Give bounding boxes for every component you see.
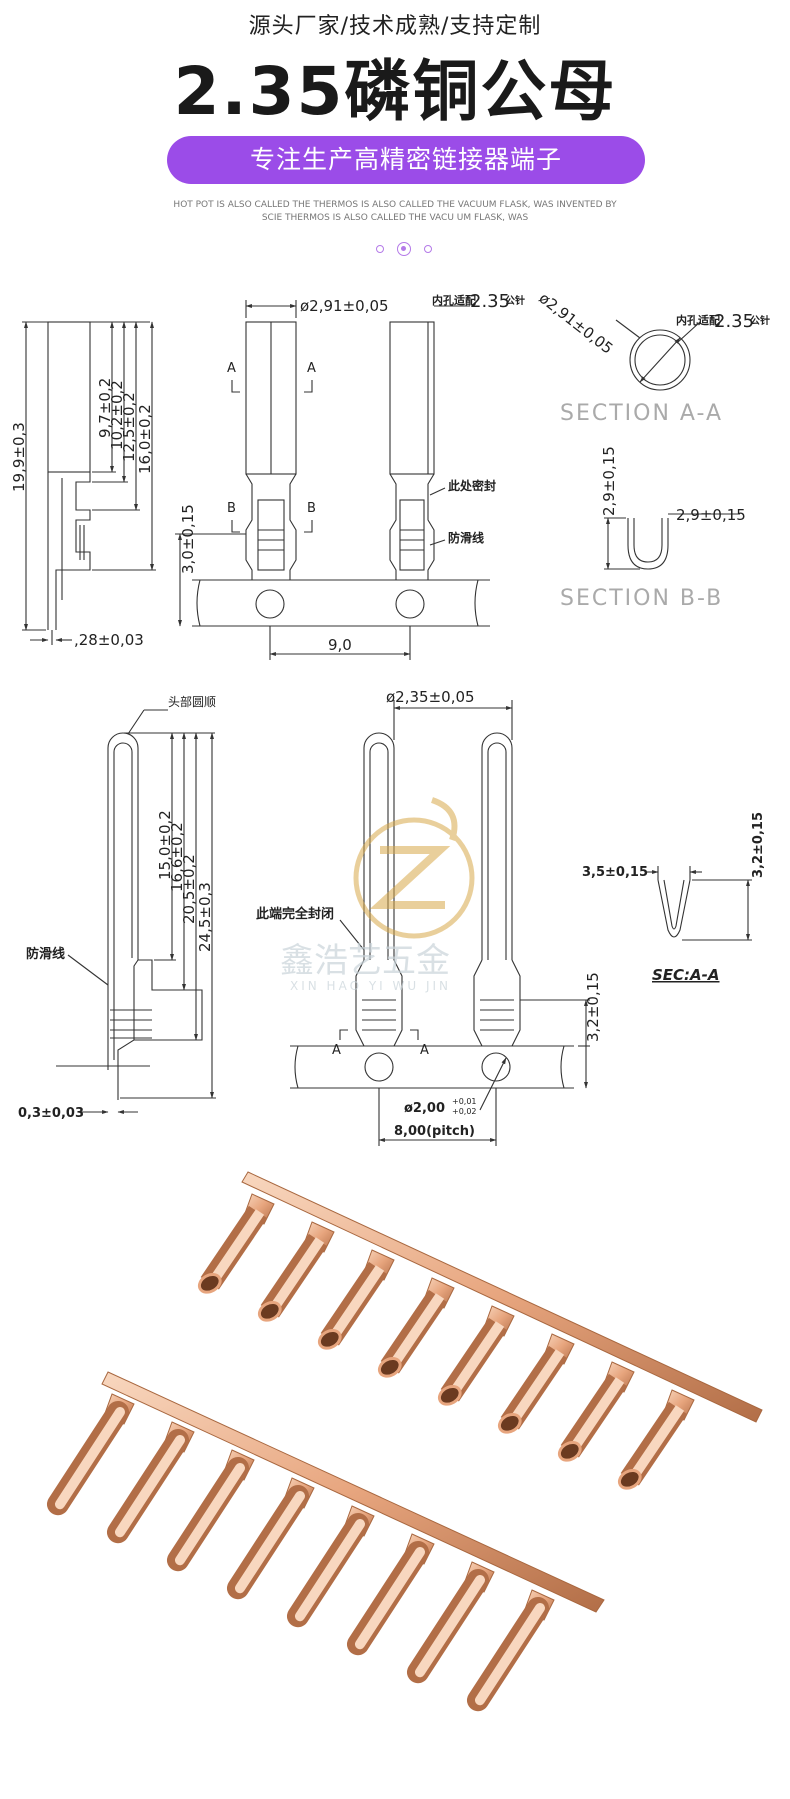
dim-male-pitch: 8,00(pitch) [394, 1124, 475, 1139]
dim-section-b-width: 2,9±0,15 [676, 506, 746, 524]
dim-sec-height: 3,2±0,15 [751, 812, 766, 878]
dim-circle-diameter: ø2,91±0,05 [536, 289, 617, 358]
female-pin [377, 1277, 455, 1378]
female-front-view [175, 300, 490, 660]
note-seal: 此处密封 [448, 478, 496, 493]
label-b-right: B [307, 501, 316, 516]
male-side-view [56, 709, 216, 1114]
dim-female-2: 10,2±0,2 [108, 380, 126, 450]
female-side-view [22, 321, 156, 645]
male-terminal-strip [46, 1371, 605, 1712]
dim-female-1: 9,7±0,2 [96, 378, 114, 438]
note-antislip-male: 防滑线 [26, 946, 65, 962]
dim-female-4: 16,0±0,2 [136, 404, 154, 474]
dim-male-thickness: 0,3±0,03 [18, 1106, 84, 1121]
note-antislip-female: 防滑线 [448, 530, 484, 545]
header: 源头厂家/技术成熟/支持定制 2.35磷铜公母 专注生产高精密链接器端子 HOT… [0, 0, 790, 270]
male-pin [106, 1421, 195, 1544]
banner-pill: 专注生产高精密链接器端子 [167, 136, 645, 184]
watermark-pinyin: XIN HAO YI WU JIN [290, 979, 451, 993]
female-terminal-strip [197, 1171, 763, 1490]
dim-male-strip: 3,2±0,15 [584, 972, 602, 1042]
label-a-left: A [227, 361, 236, 376]
note-fit-suffix: 公针 [505, 294, 525, 307]
dim-male-3: 20,5±0,2 [180, 854, 198, 924]
male-pin [226, 1477, 315, 1600]
note-fit-circle: 内孔适配 [676, 313, 720, 327]
section-bb-title: SECTION B-B [560, 586, 723, 611]
dim-male-hole-tol-up: +0,01 [452, 1097, 477, 1106]
male-pin [286, 1505, 375, 1628]
male-section-aa [646, 866, 752, 941]
dim-female-strip: 3,0±0,15 [179, 504, 197, 574]
watermark-logo [353, 797, 475, 939]
pagination-dots [374, 242, 434, 256]
male-front-view [290, 700, 590, 1146]
female-pin [617, 1389, 695, 1490]
note-fit-circle-suffix: 公针 [750, 314, 770, 327]
female-section-aa [615, 319, 701, 391]
note-head: 头部圆顺 [168, 694, 216, 709]
male-pin [466, 1589, 555, 1712]
dim-male-hole: ø2,00 [404, 1101, 445, 1116]
male-pin [166, 1449, 255, 1572]
note-fit-size: 2.35 [470, 291, 510, 312]
fine-print-line-2: SCIE THERMOS IS ALSO CALLED THE VACU UM … [261, 213, 529, 223]
male-pin [406, 1561, 495, 1684]
male-pin [346, 1533, 435, 1656]
product-photo [46, 1171, 763, 1712]
label-a-male-left: A [332, 1043, 341, 1058]
tagline: 源头厂家/技术成熟/支持定制 [248, 14, 542, 39]
dim-female-diameter: ø2,91±0,05 [300, 297, 389, 315]
sec-aa-title: SEC:A-A [652, 966, 720, 984]
dim-male-1: 15,0±0,2 [156, 810, 174, 880]
label-a-male-right: A [420, 1043, 429, 1058]
label-a-right: A [307, 361, 316, 376]
label-b-left: B [227, 501, 236, 516]
section-aa-title: SECTION A-A [560, 401, 723, 426]
female-pin [497, 1333, 575, 1434]
dim-male-2: 16,6±0,2 [168, 822, 186, 892]
dim-male-diameter: ø2,35±0,05 [386, 688, 475, 706]
dim-male-4: 24,5±0,3 [196, 882, 214, 952]
note-fit: 内孔适配 [432, 293, 476, 307]
dim-male-hole-tol-low: +0,02 [452, 1107, 477, 1116]
page-title: 2.35磷铜公母 [173, 53, 617, 130]
female-section-bb [604, 513, 740, 570]
technical-drawings: 19,9±0,3 9,7±0,2 10,2±0,2 12,5±0,2 16,0±… [10, 289, 770, 1146]
dim-female-pitch: 9,0 [328, 636, 352, 654]
female-pin [257, 1221, 335, 1322]
dim-female-total: 19,9±0,3 [10, 422, 28, 492]
watermark-text: 鑫浩艺五金 [280, 941, 450, 981]
female-pin [317, 1249, 395, 1350]
dim-female-thickness: ,28±0,03 [74, 631, 144, 649]
page-dot-1[interactable] [376, 245, 384, 253]
female-pin [197, 1193, 275, 1294]
male-pin [46, 1393, 135, 1516]
dim-female-3: 12,5±0,2 [120, 392, 138, 462]
dim-sec-width: 3,5±0,15 [582, 865, 648, 880]
dim-section-b-height: 2,9±0,15 [600, 446, 618, 516]
female-pin [437, 1305, 515, 1406]
page-dot-3[interactable] [424, 245, 432, 253]
note-fit-circle-size: 2.35 [714, 311, 754, 332]
female-pin [557, 1361, 635, 1462]
page-dot-2-active[interactable] [397, 242, 411, 256]
fine-print-line-1: HOT POT IS ALSO CALLED THE THERMOS IS AL… [173, 200, 617, 210]
note-closed: 此端完全封闭 [256, 906, 334, 922]
